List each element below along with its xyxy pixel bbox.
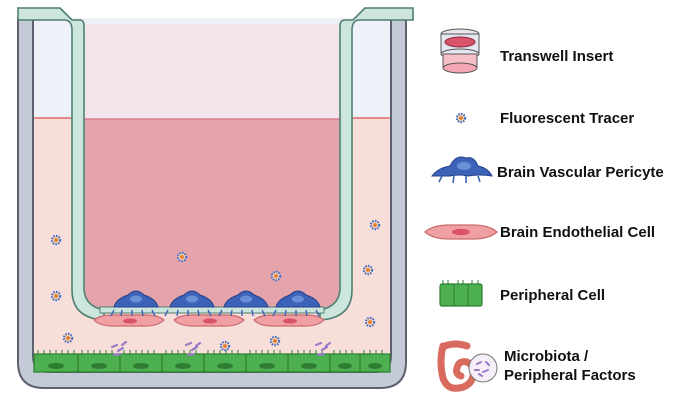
legend-brain-vascular-pericyte: Brain Vascular Pericyte [497, 164, 664, 181]
brain-vascular-pericyte-icon [430, 156, 493, 184]
peripheral-cell-icon [439, 280, 483, 307]
endothelial-layer [93, 314, 325, 327]
brain-endothelial-cell-icon [424, 224, 498, 240]
microbiota-intestine-icon [437, 340, 498, 392]
legend-brain-endothelial-cell: Brain Endothelial Cell [500, 224, 656, 241]
transwell-insert-icon [440, 28, 480, 74]
legend-fluorescent-tracer: Fluorescent Tracer [500, 110, 635, 127]
legend-microbiota-line2: Peripheral Factors [504, 367, 636, 384]
legend-peripheral-cell: Peripheral Cell [500, 287, 606, 304]
peripheral-cell-layer [33, 350, 391, 373]
fluorescent-tracer-icon [455, 112, 467, 124]
pericyte-layer [113, 290, 321, 308]
legend-microbiota-line1: Microbiota / [504, 348, 589, 365]
legend-transwell-insert: Transwell Insert [500, 48, 614, 65]
insert-membrane [99, 306, 325, 314]
transwell-insert [17, 7, 414, 321]
microbiota-group [110, 340, 332, 357]
